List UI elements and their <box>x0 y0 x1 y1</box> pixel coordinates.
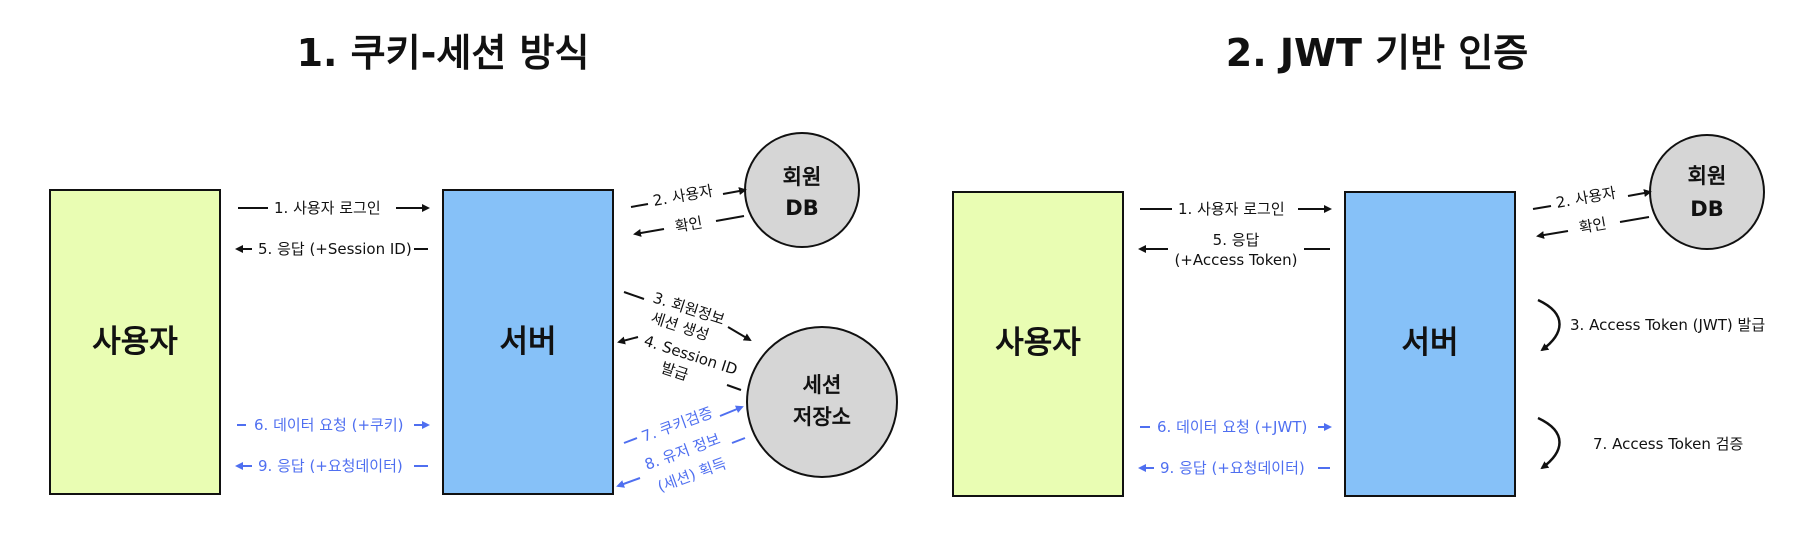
jwt-step-2-label: 2. 사용자 <box>1555 184 1618 212</box>
jwt-member-db-label-1: 회원 <box>1688 164 1727 188</box>
jwt-title: 2. JWT 기반 인증 <box>1226 31 1528 75</box>
jwt-section: 2. JWT 기반 인증 사용자 서버 회원 DB 1. 사용자 로그인 5. … <box>952 31 1765 497</box>
arrow-2-tail <box>630 203 649 208</box>
jwt-step-9-label: 9. 응답 (+요청데이터) <box>1160 459 1305 477</box>
cookie-session-section: 1. 쿠키-세션 방식 사용자 서버 회원 DB 세션 저장소 1. 사용자 로… <box>49 31 898 496</box>
session-store-label-2: 저장소 <box>793 405 851 429</box>
arrow-3-head <box>727 326 752 342</box>
arrow-8-head <box>616 477 641 488</box>
step-5-label: 5. 응답 (+Session ID) <box>258 240 412 258</box>
jwt-step-5-label-2: (+Access Token) <box>1174 251 1297 269</box>
session-store-circle <box>746 326 898 478</box>
jwt-user-box <box>952 191 1124 497</box>
arrow-4-head <box>617 336 639 345</box>
step-6-label: 6. 데이터 요청 (+쿠키) <box>254 416 404 434</box>
jwt-server-box-label: 서버 <box>1401 325 1458 361</box>
jwt-step-1-label: 1. 사용자 로그인 <box>1178 200 1285 218</box>
step-2-label: 2. 사용자 <box>652 182 715 210</box>
server-box <box>442 189 614 495</box>
jwt-step-6-label: 6. 데이터 요청 (+JWT) <box>1157 418 1307 436</box>
member-db-label-1: 회원 <box>783 165 822 189</box>
jwt-arrow-2-tail <box>1532 205 1552 210</box>
user-box-label: 사용자 <box>92 324 178 360</box>
member-db-label-2: DB <box>785 196 818 220</box>
jwt-step-5-label-1: 5. 응답 <box>1213 231 1260 249</box>
jwt-arrow-2b-tail <box>1619 216 1650 223</box>
jwt-server-box <box>1344 191 1516 497</box>
arrow-8-tail <box>731 437 746 444</box>
user-box <box>49 189 221 495</box>
arrow-7-tail <box>623 437 638 444</box>
session-store-label-1: 세션 <box>803 373 842 397</box>
arrow-2b-tail <box>715 215 745 222</box>
jwt-arrow-2-head <box>1627 189 1652 198</box>
jwt-step-7-label: 7. Access Token 검증 <box>1593 435 1743 453</box>
jwt-step-3-label: 3. Access Token (JWT) 발급 <box>1570 316 1765 334</box>
jwt-member-db-label-2: DB <box>1690 197 1723 221</box>
jwt-arrow-7-loop <box>1537 416 1561 470</box>
server-box-label: 서버 <box>499 324 556 360</box>
arrow-2-head <box>722 187 747 196</box>
arrow-4-tail <box>726 384 742 391</box>
jwt-step-2b-label: 확인 <box>1578 214 1608 237</box>
jwt-arrow-3-loop <box>1537 298 1561 352</box>
arrow-7-head <box>719 405 744 417</box>
jwt-member-db-circle <box>1649 134 1765 250</box>
jwt-user-box-label: 사용자 <box>995 325 1081 361</box>
member-db-circle <box>744 132 860 248</box>
step-2b-label: 확인 <box>674 213 704 236</box>
arrow-3-tail <box>623 291 645 300</box>
step-9-label: 9. 응답 (+요청데이터) <box>258 457 403 475</box>
cookie-session-title: 1. 쿠키-세션 방식 <box>297 31 590 75</box>
arrow-2b-head <box>633 228 665 237</box>
jwt-arrow-2b-head <box>1536 230 1569 239</box>
step-1-label: 1. 사용자 로그인 <box>274 199 381 217</box>
